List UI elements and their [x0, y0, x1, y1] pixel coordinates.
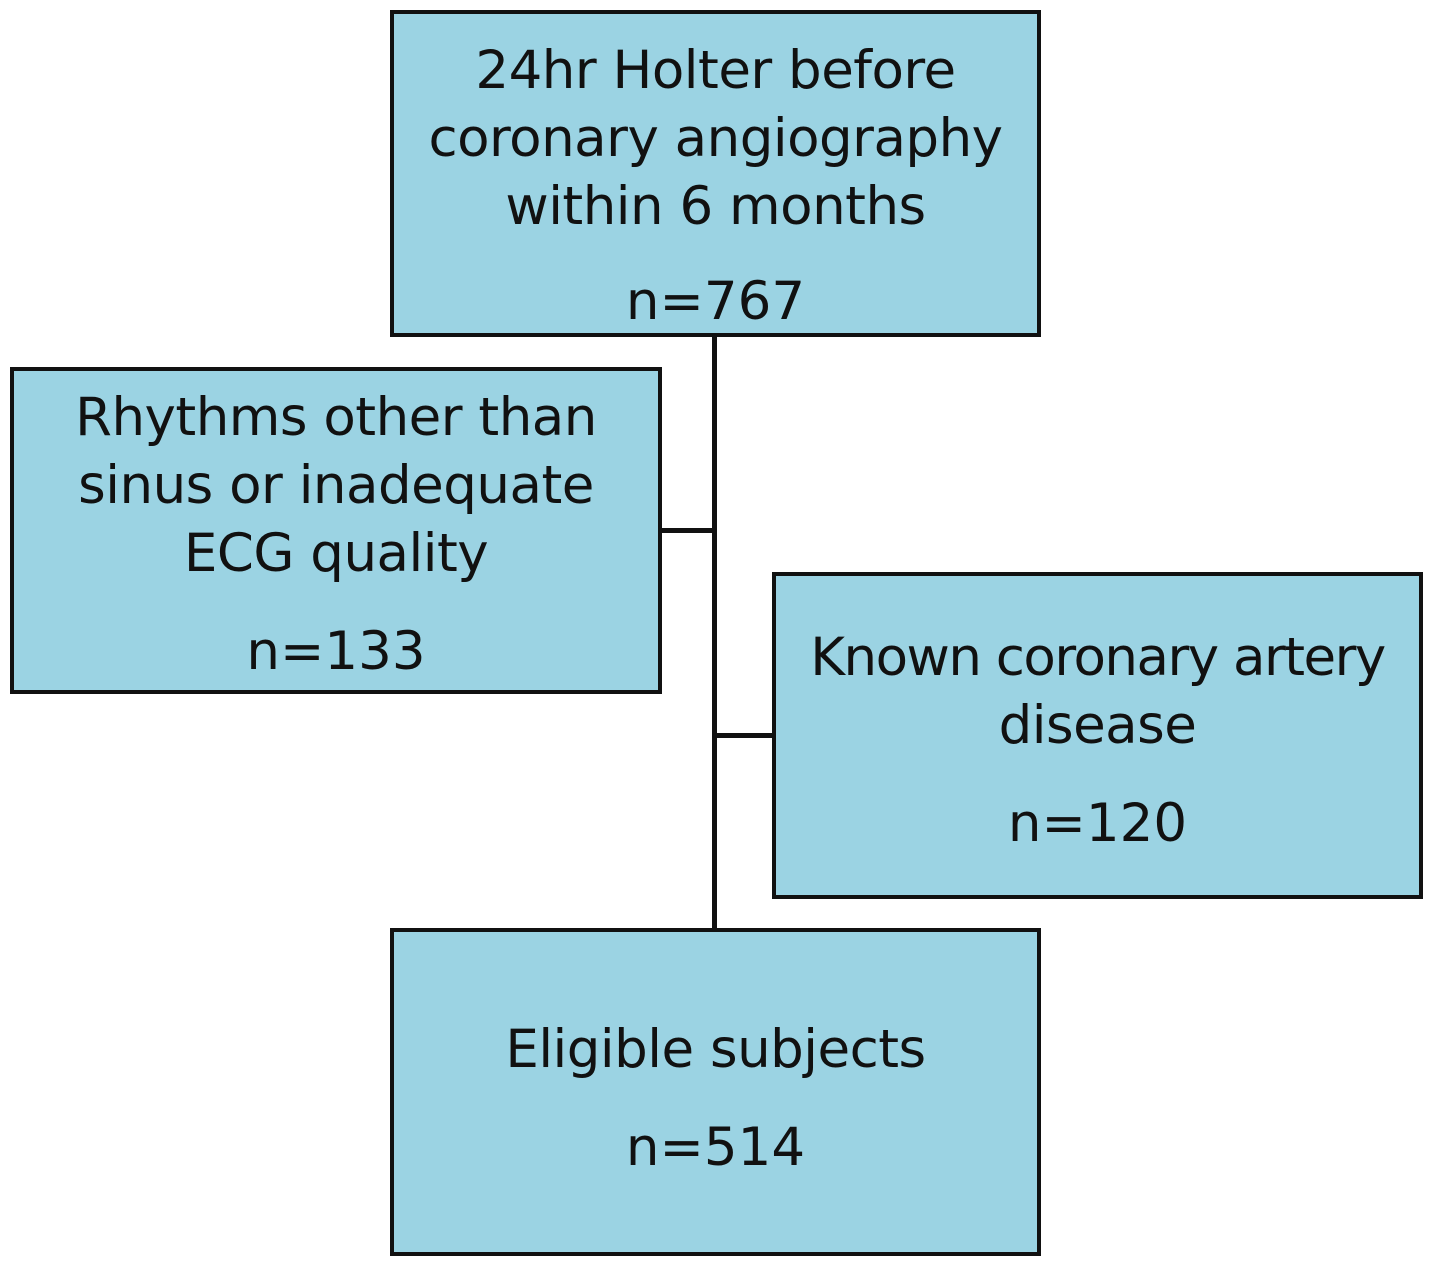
box-rhythm-exclusion: Rhythms other than sinus or inadequate E… — [10, 367, 662, 694]
box-text-line: Known coronary artery — [810, 627, 1386, 688]
main-flow-line — [712, 334, 717, 930]
box-count: n=133 — [246, 621, 426, 682]
box-text-line: ECG quality — [183, 523, 489, 584]
branch-line-rhythm — [659, 528, 715, 533]
box-known-cad-exclusion: Known coronary artery disease n=120 — [772, 572, 1423, 899]
box-text-line: within 6 months — [505, 176, 926, 237]
box-count: n=120 — [1007, 793, 1188, 854]
box-text-line: Eligible subjects — [505, 1019, 926, 1080]
branch-line-cad — [714, 733, 775, 738]
box-eligible-subjects: Eligible subjects n=514 — [390, 928, 1041, 1256]
box-text-line: sinus or inadequate — [78, 455, 594, 516]
box-text-line: 24hr Holter before — [475, 40, 956, 101]
box-holter-before-angiography: 24hr Holter before coronary angiography … — [390, 10, 1041, 337]
box-text-line: Rhythms other than — [75, 387, 597, 448]
box-text-line: coronary angiography — [428, 108, 1003, 169]
box-count: n=514 — [625, 1117, 806, 1178]
box-count: n=767 — [625, 271, 806, 332]
box-text-line: disease — [998, 695, 1197, 756]
